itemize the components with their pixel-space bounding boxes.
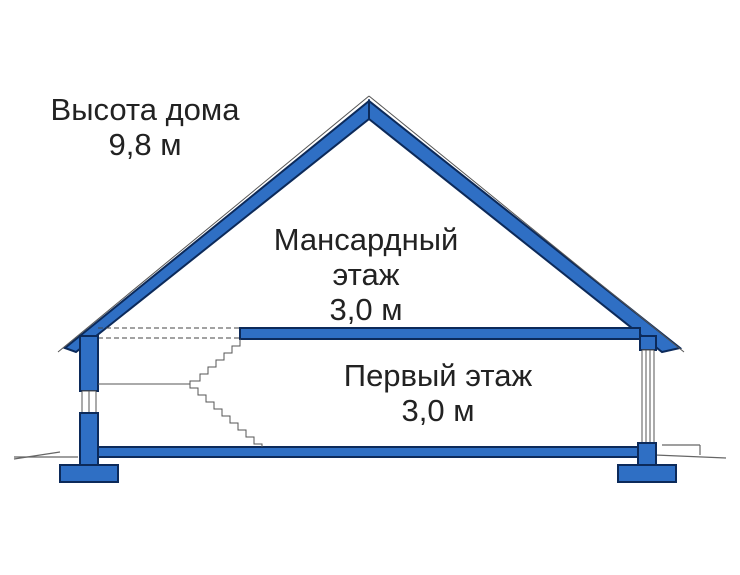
left-foundation <box>59 464 119 483</box>
left-wall <box>79 335 99 466</box>
staircase <box>98 339 263 447</box>
roof-right-slope <box>368 98 683 354</box>
stair-steps-lower <box>189 384 263 447</box>
stair-steps-upper <box>189 339 241 384</box>
attic-floor-title-line1: Мансардный <box>274 222 459 257</box>
first-floor-height-value: 3,0 м <box>401 393 474 428</box>
house-height-title: Высота дома <box>51 92 241 127</box>
attic-floor-height-value: 3,0 м <box>329 292 402 327</box>
right-wall <box>637 335 657 466</box>
ground-floor-slab <box>97 446 639 458</box>
roof-eaves-lines <box>57 95 685 353</box>
attic-floor-slab <box>239 327 641 340</box>
stair-opening-dashed <box>98 327 240 339</box>
house-height-value: 9,8 м <box>108 127 181 162</box>
right-foundation <box>617 464 677 483</box>
ground-line <box>13 444 727 460</box>
attic-floor-title-line2: этаж <box>333 257 400 292</box>
first-floor-title: Первый этаж <box>344 358 533 393</box>
roof <box>62 98 683 354</box>
